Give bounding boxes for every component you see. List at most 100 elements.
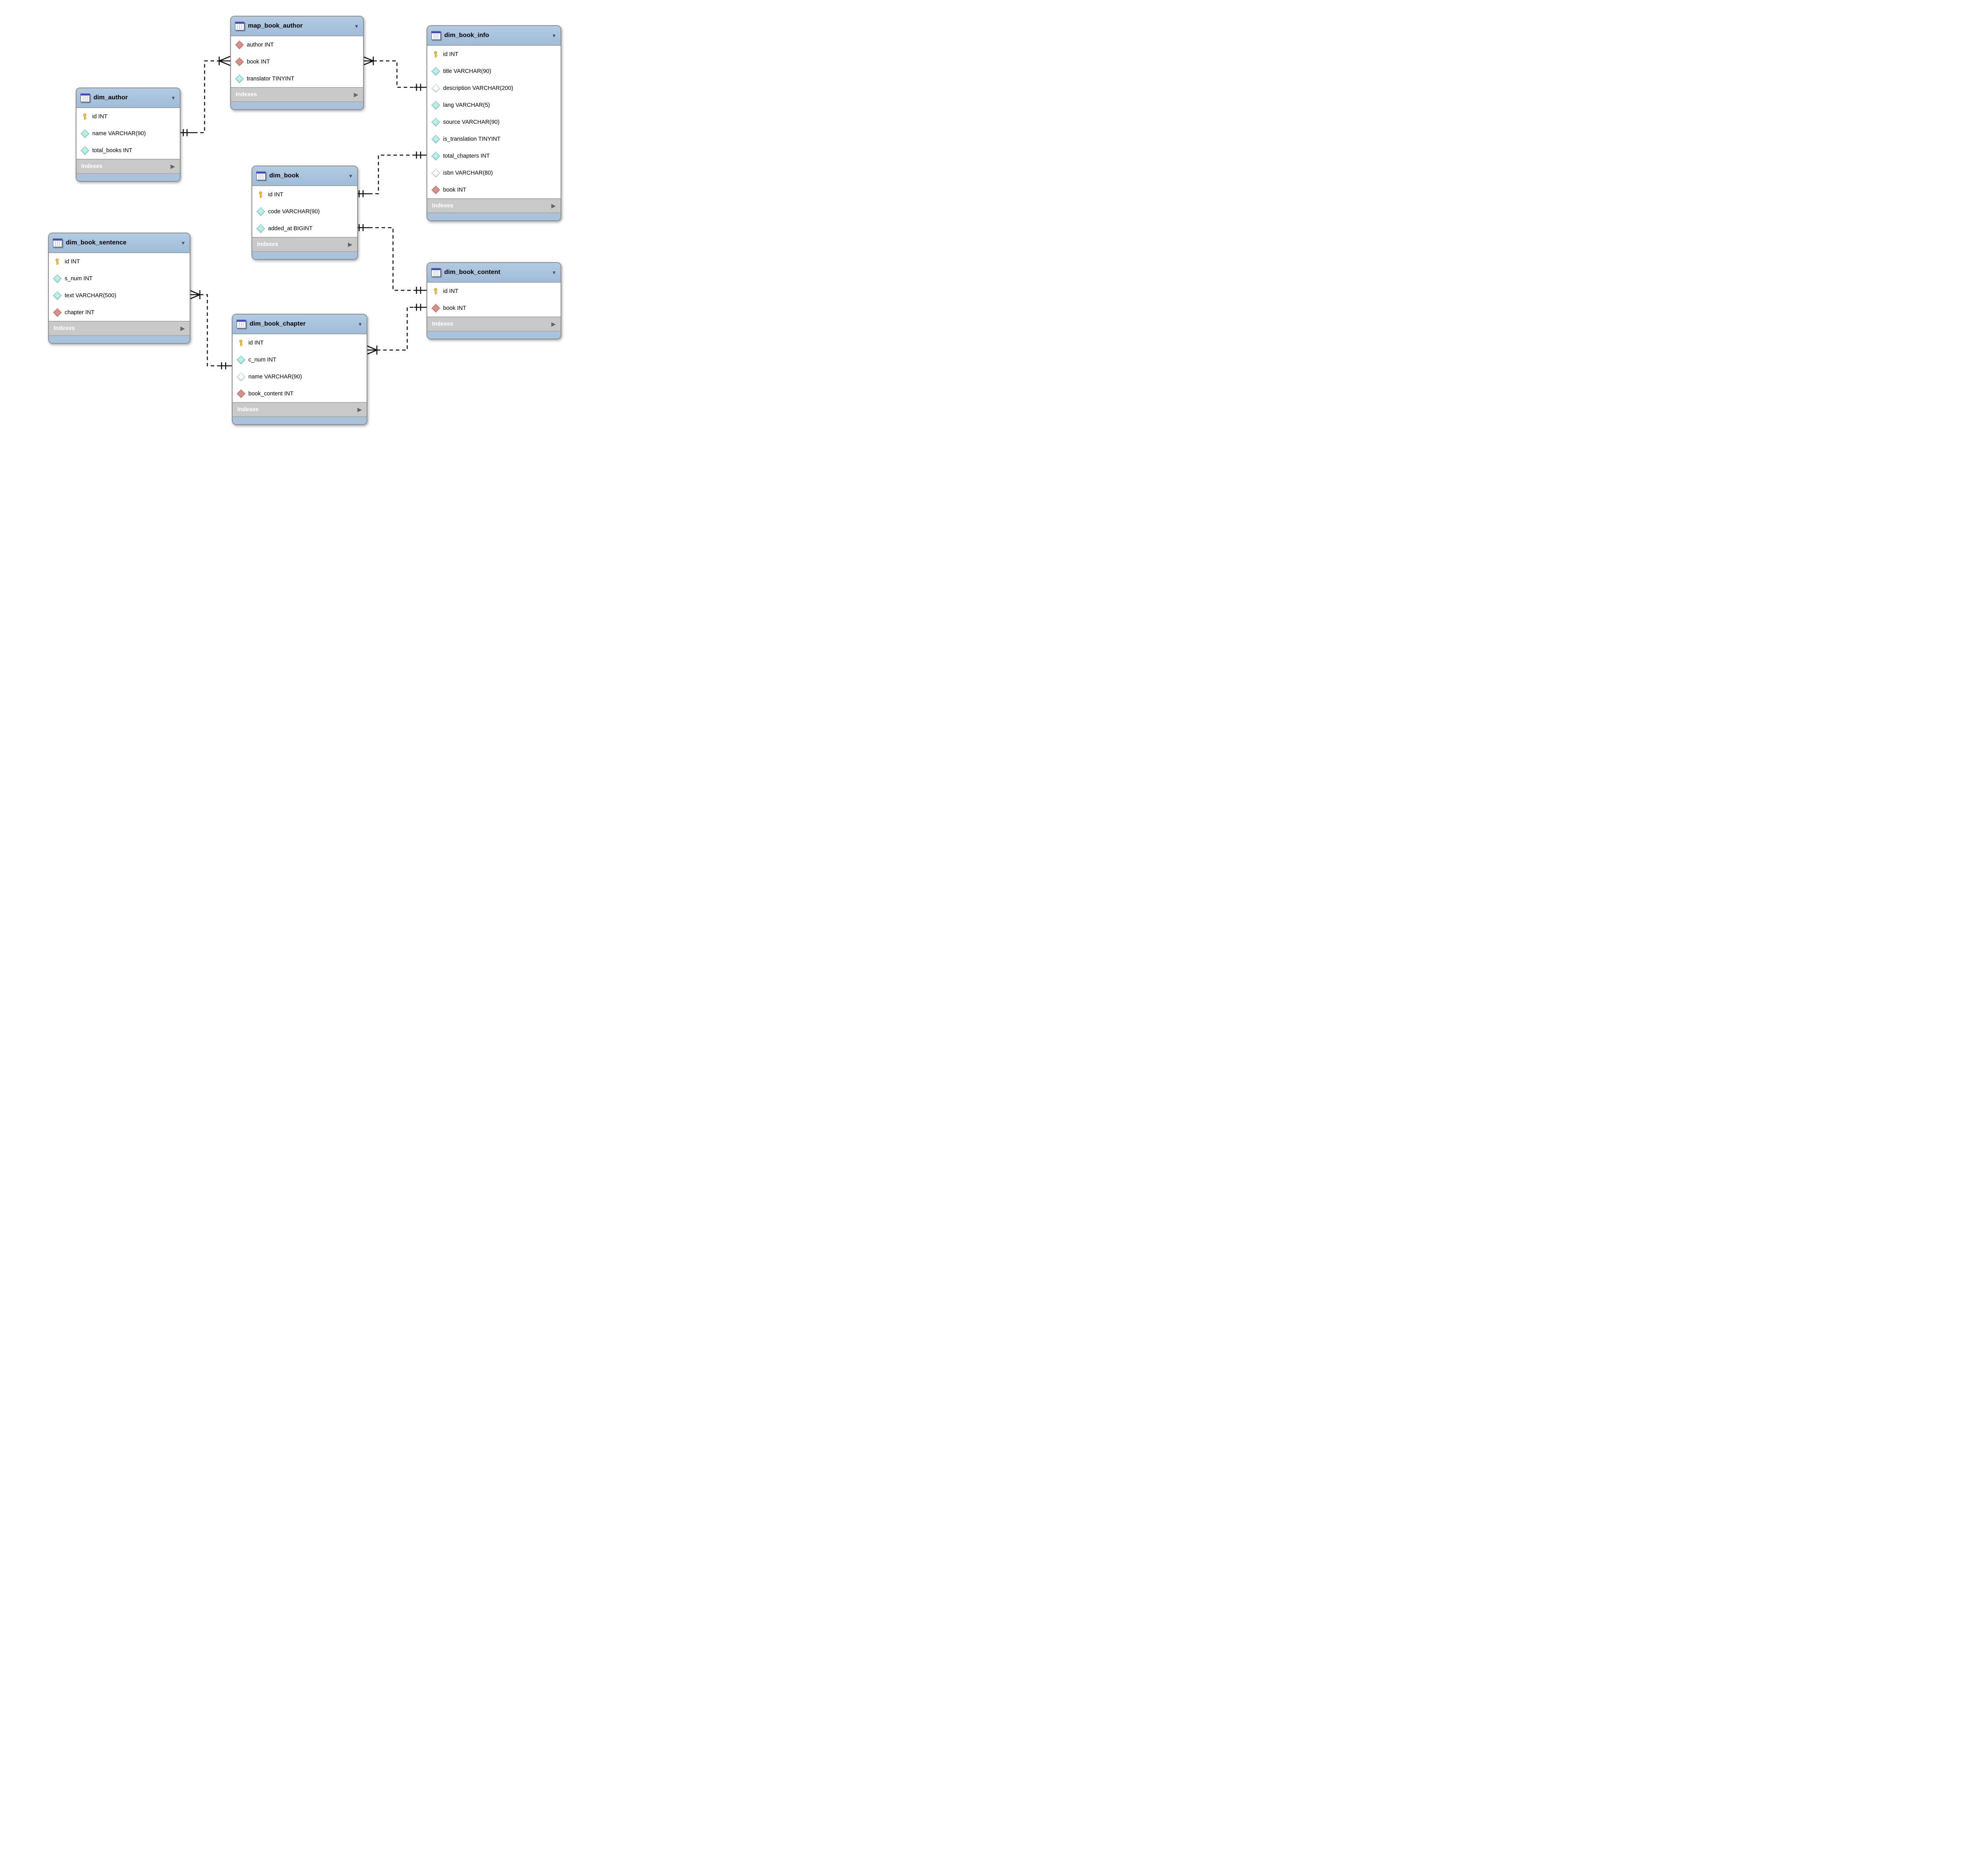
attribute-icon [431, 67, 440, 76]
collapse-icon[interactable]: ▼ [348, 173, 353, 179]
table-header[interactable]: dim_book ▼ [252, 166, 357, 186]
table-dim_book_info[interactable]: dim_book_info ▼ id INT title VARCHAR(90)… [427, 25, 561, 221]
table-header[interactable]: dim_book_sentence ▼ [49, 233, 190, 253]
primary-key-icon [54, 258, 61, 265]
table-icon [431, 268, 441, 277]
column-row[interactable]: lang VARCHAR(5) [427, 97, 561, 114]
table-dim_book_content[interactable]: dim_book_content ▼ id INT book INT Index… [427, 262, 561, 339]
column-row[interactable]: name VARCHAR(90) [76, 125, 180, 142]
table-header[interactable]: dim_author ▼ [76, 88, 180, 108]
column-row[interactable]: id INT [427, 46, 561, 63]
indexes-bar[interactable]: Indexes ▶ [231, 87, 363, 101]
column-row[interactable]: c_num INT [233, 351, 367, 368]
table-title: dim_book_sentence [66, 239, 127, 246]
table-icon [431, 31, 441, 40]
table-footer [427, 331, 561, 339]
expand-icon[interactable]: ▶ [348, 241, 352, 248]
relationship-line[interactable] [369, 155, 414, 194]
column-row[interactable]: added_at BIGINT [252, 220, 357, 237]
indexes-bar[interactable]: Indexes ▶ [427, 198, 561, 212]
relationship-line[interactable] [194, 60, 219, 133]
column-row[interactable]: id INT [252, 186, 357, 203]
cardinality-one-marker [358, 190, 364, 197]
indexes-bar[interactable]: Indexes ▶ [49, 321, 190, 335]
table-header[interactable]: dim_book_info ▼ [427, 26, 561, 46]
column-row[interactable]: s_num INT [49, 270, 190, 287]
attribute-icon [256, 207, 265, 216]
column-label: added_at BIGINT [268, 225, 313, 232]
relationship-dim_book-dim_book_content[interactable] [356, 224, 427, 294]
table-dim_book_sentence[interactable]: dim_book_sentence ▼ id INT s_num INT tex… [48, 233, 190, 344]
column-row[interactable]: book INT [427, 300, 561, 317]
column-row[interactable]: book INT [231, 53, 363, 70]
relationship-line[interactable] [377, 307, 414, 351]
column-row[interactable]: id INT [427, 283, 561, 300]
indexes-bar[interactable]: Indexes ▶ [427, 317, 561, 331]
column-label: id INT [92, 113, 108, 120]
attribute-nullable-icon [237, 372, 245, 381]
table-header[interactable]: dim_book_content ▼ [427, 263, 561, 283]
column-row[interactable]: description VARCHAR(200) [427, 80, 561, 97]
column-row[interactable]: text VARCHAR(500) [49, 287, 190, 304]
column-row[interactable]: translator TINYINT [231, 70, 363, 87]
expand-icon[interactable]: ▶ [354, 91, 358, 98]
table-header[interactable]: map_book_author ▼ [231, 17, 363, 36]
table-dim_book[interactable]: dim_book ▼ id INT code VARCHAR(90) added… [251, 166, 358, 260]
column-row[interactable]: book INT [427, 181, 561, 198]
column-row[interactable]: name VARCHAR(90) [233, 368, 367, 385]
attribute-icon [53, 274, 61, 283]
column-label: total_chapters INT [443, 153, 490, 159]
expand-icon[interactable]: ▶ [357, 406, 362, 413]
table-map_book_author[interactable]: map_book_author ▼ author INT book INT tr… [230, 16, 364, 110]
collapse-icon[interactable]: ▼ [551, 32, 557, 39]
column-label: id INT [268, 191, 283, 198]
column-label: translator TINYINT [247, 75, 294, 82]
relationship-line[interactable] [369, 227, 414, 291]
column-row[interactable]: total_chapters INT [427, 147, 561, 164]
column-row[interactable]: total_books INT [76, 142, 180, 159]
column-label: s_num INT [65, 275, 93, 282]
indexes-bar[interactable]: Indexes ▶ [252, 237, 357, 251]
table-dim_author[interactable]: dim_author ▼ id INT name VARCHAR(90) tot… [76, 88, 181, 182]
collapse-icon[interactable]: ▼ [171, 95, 176, 101]
column-row[interactable]: isbn VARCHAR(80) [427, 164, 561, 181]
collapse-icon[interactable]: ▼ [354, 23, 359, 29]
collapse-icon[interactable]: ▼ [551, 269, 557, 276]
column-row[interactable]: id INT [233, 334, 367, 351]
relationship-line[interactable] [200, 294, 218, 367]
column-row[interactable]: title VARCHAR(90) [427, 63, 561, 80]
column-list: id INT name VARCHAR(90) total_books INT [76, 108, 180, 159]
column-row[interactable]: id INT [49, 253, 190, 270]
column-row[interactable]: chapter INT [49, 304, 190, 321]
relationship-map_book_author-dim_book_info[interactable] [362, 56, 427, 91]
column-row[interactable]: code VARCHAR(90) [252, 203, 357, 220]
cardinality-one-marker [416, 84, 421, 91]
indexes-bar[interactable]: Indexes ▶ [233, 402, 367, 416]
attribute-icon [80, 129, 89, 138]
relationship-dim_book_chapter-dim_book_content[interactable] [365, 304, 427, 356]
column-label: is_translation TINYINT [443, 136, 501, 142]
column-label: name VARCHAR(90) [92, 130, 146, 137]
expand-icon[interactable]: ▶ [170, 163, 175, 170]
table-header[interactable]: dim_book_chapter ▼ [233, 315, 367, 334]
column-row[interactable]: id INT [76, 108, 180, 125]
collapse-icon[interactable]: ▼ [181, 240, 186, 246]
expand-icon[interactable]: ▶ [551, 202, 556, 209]
collapse-icon[interactable]: ▼ [358, 321, 363, 327]
column-row[interactable]: author INT [231, 36, 363, 53]
expand-icon[interactable]: ▶ [551, 320, 556, 328]
relationship-line[interactable] [373, 60, 414, 88]
relationship-dim_author-map_book_author[interactable] [179, 56, 231, 136]
cardinality-one-marker [416, 287, 421, 294]
column-row[interactable]: book_content INT [233, 385, 367, 402]
column-row[interactable]: source VARCHAR(90) [427, 114, 561, 130]
indexes-label: Indexes [432, 321, 453, 327]
column-label: title VARCHAR(90) [443, 68, 492, 75]
column-row[interactable]: is_translation TINYINT [427, 130, 561, 147]
indexes-bar[interactable]: Indexes ▶ [76, 159, 180, 173]
relationship-dim_book-dim_book_info[interactable] [356, 151, 427, 197]
relationship-dim_book_sentence-dim_book_chapter[interactable] [188, 289, 232, 370]
expand-icon[interactable]: ▶ [180, 325, 185, 332]
table-dim_book_chapter[interactable]: dim_book_chapter ▼ id INT c_num INT name… [232, 314, 367, 425]
column-label: lang VARCHAR(5) [443, 102, 490, 108]
